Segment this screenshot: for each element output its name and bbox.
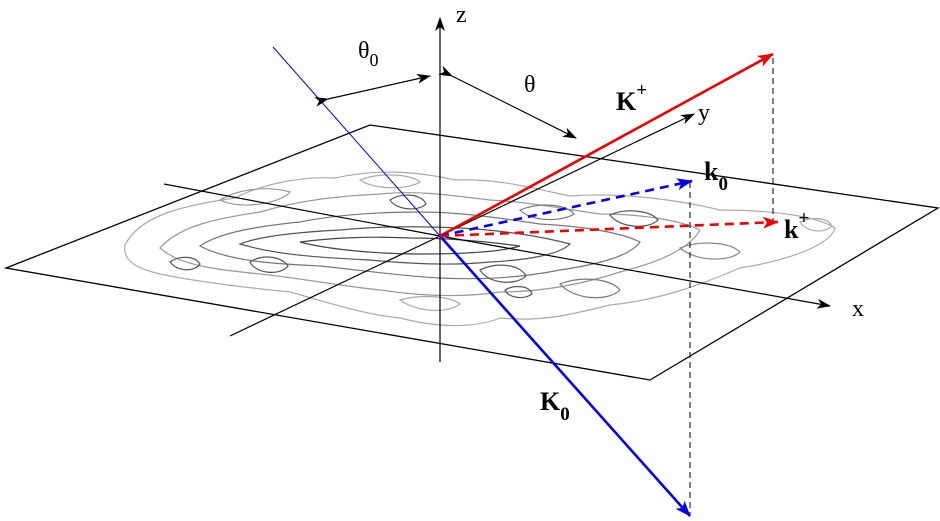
incident-direction-line [272,46,441,237]
theta-angle-arrow [438,65,577,139]
theta0-label: θ0 [358,38,379,70]
K-plus-label: K+ [616,80,647,116]
k-plus-vector [439,216,779,238]
x-axis-label: x [852,296,864,322]
k0-label: k0 [704,157,728,195]
surface-plane [3,124,940,381]
surface-contours [124,171,836,327]
plane-diagonal-line [229,235,441,337]
plane-diagonal-line [163,183,441,237]
y-axis [439,113,695,237]
K0-vector [439,235,691,517]
k-plus-label: k+ [784,208,809,244]
z-axis-label: z [456,2,467,28]
y-axis-label: y [698,100,710,126]
theta-label: θ [524,72,536,98]
x-axis [439,235,831,309]
K0-label: K0 [540,387,570,425]
theta0-angle-arrow [314,73,431,107]
K-plus-vector [439,52,774,238]
k0-vector [439,178,693,238]
